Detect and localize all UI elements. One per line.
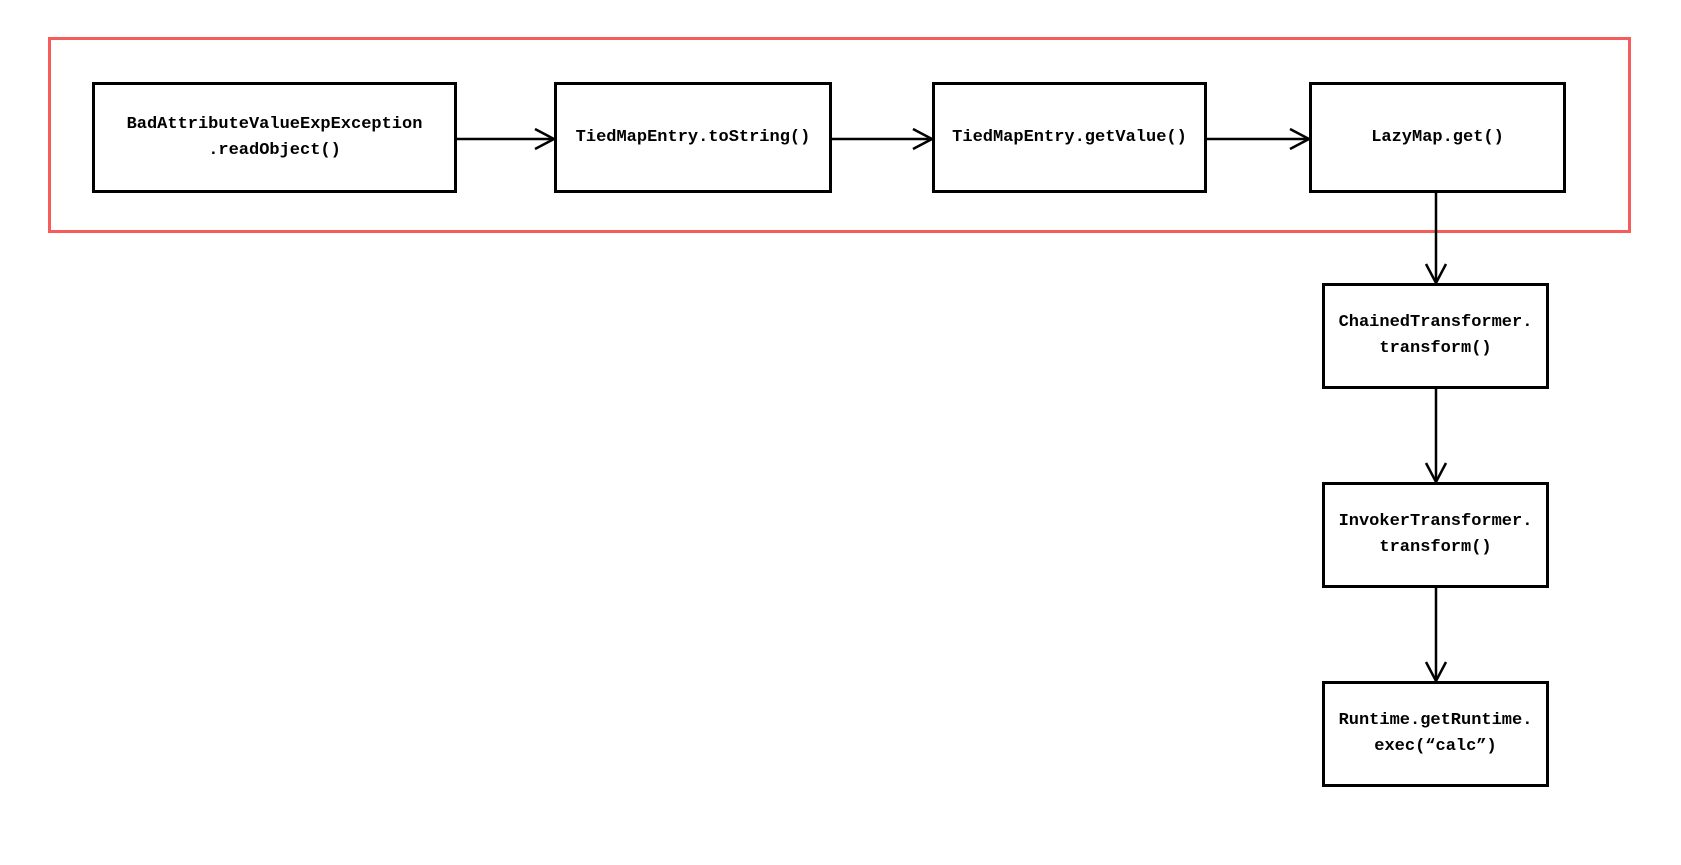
node-label-line: LazyMap.get() — [1371, 127, 1504, 147]
node-label-line: TiedMapEntry.toString() — [575, 127, 811, 147]
node-invoker-transformer-transform: InvokerTransformer. transform() — [1322, 482, 1549, 588]
node-runtime-get-runtime-exec-calc: Runtime.getRuntime. exec(“calc”) — [1322, 681, 1549, 787]
node-label-line: Runtime.getRuntime. — [1338, 711, 1533, 730]
highlight-frame — [48, 37, 1631, 233]
node-tied-map-entry-get-value: TiedMapEntry.getValue() — [932, 82, 1207, 193]
node-label-line: BadAttributeValueExpException — [126, 114, 423, 134]
node-label-line: InvokerTransformer. — [1338, 512, 1533, 531]
node-lazy-map-get: LazyMap.get() — [1309, 82, 1566, 193]
node-label-line: transform() — [1379, 538, 1492, 557]
node-tied-map-entry-to-string: TiedMapEntry.toString() — [554, 82, 832, 193]
node-label-line: .readObject() — [208, 140, 341, 160]
node-label-line: transform() — [1379, 339, 1492, 358]
node-bad-attribute-value-exp-exception-read-object: BadAttributeValueExpException .readObjec… — [92, 82, 457, 193]
node-label-line: ChainedTransformer. — [1338, 313, 1533, 332]
node-label-line: exec(“calc”) — [1374, 737, 1497, 756]
node-label-line: TiedMapEntry.getValue() — [952, 127, 1187, 147]
node-chained-transformer-transform: ChainedTransformer. transform() — [1322, 283, 1549, 389]
